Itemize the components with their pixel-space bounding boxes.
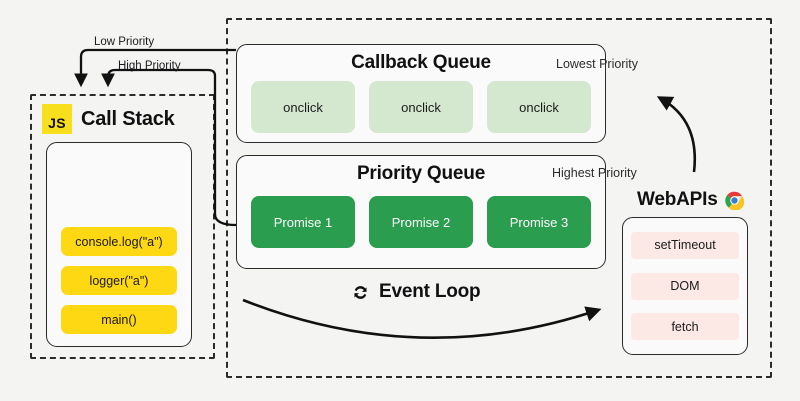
high-priority-label: High Priority <box>118 60 181 72</box>
callback-queue-panel: Callback Queue onclick onclick onclick <box>236 44 606 143</box>
priority-queue-items: Promise 1 Promise 2 Promise 3 <box>237 196 605 248</box>
sync-refresh-icon <box>354 285 367 299</box>
stack-frame[interactable]: main() <box>61 305 177 334</box>
callback-queue-title: Callback Queue <box>351 52 491 73</box>
queue-item-onclick[interactable]: onclick <box>369 81 473 133</box>
webapi-item-dom[interactable]: DOM <box>631 272 739 300</box>
callback-queue-items: onclick onclick onclick <box>237 81 605 133</box>
queue-item-onclick[interactable]: onclick <box>251 81 355 133</box>
priority-queue-panel: Priority Queue Promise 1 Promise 2 Promi… <box>236 155 606 269</box>
webapi-item-fetch[interactable]: fetch <box>631 313 739 341</box>
call-stack-panel: console.log("a") logger("a") main() <box>46 142 192 347</box>
webapis-title: WebAPIs <box>637 189 718 210</box>
stack-frame[interactable]: logger("a") <box>61 266 177 295</box>
call-stack-header: JS Call Stack <box>42 104 175 134</box>
js-logo-icon: JS <box>42 104 72 134</box>
highest-priority-label: Highest Priority <box>552 166 637 180</box>
queue-item-promise[interactable]: Promise 2 <box>369 196 473 248</box>
lowest-priority-label: Lowest Priority <box>556 57 638 71</box>
queue-item-onclick[interactable]: onclick <box>487 81 591 133</box>
webapis-header: WebAPIs <box>637 189 744 211</box>
call-stack-title: Call Stack <box>81 107 175 130</box>
priority-queue-title: Priority Queue <box>356 163 486 184</box>
event-loop-label: Event Loop <box>379 281 481 302</box>
stack-frame[interactable]: console.log("a") <box>61 227 177 256</box>
webapi-item-settimeout[interactable]: setTimeout <box>631 231 739 259</box>
webapis-panel: setTimeout DOM fetch <box>622 217 748 355</box>
chrome-logo-icon <box>724 191 744 210</box>
queue-item-promise[interactable]: Promise 1 <box>251 196 355 248</box>
queue-item-promise[interactable]: Promise 3 <box>487 196 591 248</box>
event-loop-group: Event Loop <box>350 281 481 303</box>
low-priority-label: Low Priority <box>94 36 155 48</box>
